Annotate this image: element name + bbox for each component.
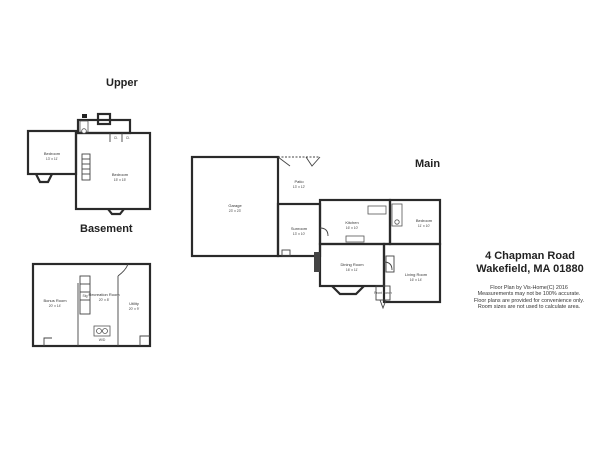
upper-bedroom-right-label: Bedroom: [112, 172, 129, 177]
kitchen-counter: [367, 205, 387, 215]
upper-closet-label: Cl.: [114, 136, 118, 140]
kitchen-label: Kitchen: [345, 220, 358, 225]
basement-floor-plan: Bonus Room 20' x 14' Recreation Room 20'…: [31, 262, 152, 348]
front-porch-wall: [375, 285, 391, 301]
storage-label: Stg: [82, 294, 87, 298]
recreation-room-dims: 20' x 8': [99, 298, 110, 302]
main-floor-plan: Garage 23' x 23' Patio 13' x 12' Sunroom…: [190, 155, 442, 310]
basement-outer-wall: [31, 262, 152, 348]
credits-block: Floor Plan by Vis-Home(C) 2016 Measureme…: [462, 285, 596, 311]
dryer-icon: [102, 328, 108, 334]
patio-gate: [305, 156, 321, 167]
upper-stair: [81, 153, 91, 181]
sunroom-dims: 13' x 10': [293, 232, 306, 236]
credits-line-3: Floor plans are provided for convenience…: [473, 297, 585, 304]
upper-dormer-left: [35, 173, 53, 184]
sunroom-label: Sunroom: [291, 226, 308, 231]
laundry-label: W/D: [99, 338, 106, 342]
address-line-2: Wakefield, MA 01880: [476, 263, 584, 275]
main-floor-title: Main: [415, 158, 441, 170]
living-room-wall: [382, 242, 442, 304]
front-porch-label: Front Porch: [374, 291, 392, 295]
living-room-label: Living Room: [405, 272, 428, 277]
main-door-arc: [319, 227, 329, 237]
credits-line-4: Room sizes are not used to calculate are…: [477, 304, 581, 311]
living-room-dims: 16' x 14': [410, 278, 423, 282]
dining-room-dims: 16' x 11': [346, 268, 359, 272]
utility-label: Utility: [129, 301, 139, 306]
basement-floor-title: Basement: [80, 223, 133, 235]
basement-nook: [43, 337, 52, 346]
garage-label: Garage: [228, 203, 242, 208]
upper-floor-plan: Bedroom 13' x 11' Bedroom 15' x 15' Cl. …: [26, 112, 152, 216]
address-line-1: 4 Chapman Road: [485, 250, 575, 262]
credits-line-2: Measurements may not be 100% accurate.: [477, 291, 581, 298]
upper-bedroom-left-dims: 13' x 11': [46, 157, 59, 161]
basement-nook-2: [139, 335, 150, 346]
dining-room-label: Dining Room: [340, 262, 364, 267]
upper-top-wall: [76, 118, 132, 135]
main-bath: [391, 203, 403, 227]
upper-chimney: [82, 114, 87, 118]
upper-closet-label-2: Cl.: [126, 136, 130, 140]
upper-dormer-top: [96, 112, 112, 126]
fireplace-icon: [314, 252, 320, 272]
bonus-room-label: Bonus Room: [43, 298, 67, 303]
front-porch-steps: [379, 299, 387, 310]
sunroom-step: [281, 249, 291, 257]
basement-laundry: [93, 325, 111, 337]
upper-bedroom-right-dims: 15' x 15': [114, 178, 127, 182]
patio-label: Patio: [294, 179, 304, 184]
main-stair: [385, 255, 395, 273]
kitchen-dims: 16' x 10': [346, 226, 359, 230]
upper-floor-title: Upper: [106, 77, 138, 89]
upper-toilet: [81, 128, 87, 134]
basement-stair: [79, 275, 91, 315]
bonus-room-dims: 20' x 14': [49, 304, 62, 308]
basement-door-arc: [117, 263, 129, 277]
upper-dormer-right: [107, 208, 125, 216]
washer-icon: [96, 328, 102, 334]
main-toilet: [394, 219, 400, 225]
upper-bedroom-right-wall: [74, 131, 152, 211]
upper-bedroom-left-label: Bedroom: [44, 151, 61, 156]
kitchen-island: [345, 235, 365, 243]
address-block: 4 Chapman Road Wakefield, MA 01880: [470, 250, 590, 276]
main-door-arc-2: [383, 261, 393, 271]
patio-gate-2: [277, 156, 291, 167]
main-bedroom-dims: 11' x 10': [418, 224, 431, 228]
patio-dims: 13' x 12': [293, 185, 306, 189]
utility-dims: 20' x 9': [129, 307, 140, 311]
recreation-room-label: Recreation Room: [88, 292, 120, 297]
dining-bay-window: [331, 285, 365, 296]
garage-dims: 23' x 23': [229, 209, 242, 213]
credits-line-1: Floor Plan by Vis-Home(C) 2016: [490, 285, 568, 291]
main-bedroom-label: Bedroom: [416, 218, 433, 223]
